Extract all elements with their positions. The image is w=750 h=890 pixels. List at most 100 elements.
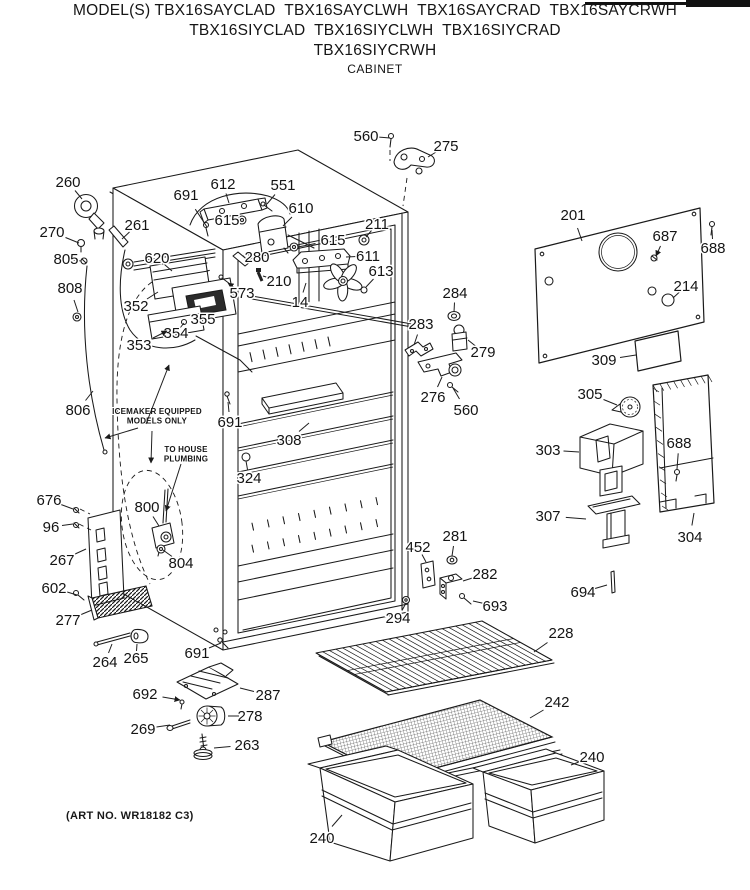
plumbing-note-arrow [164,464,181,512]
leader-line-613 [366,279,374,287]
callout-452: 452 [405,539,430,556]
leader-line-308 [299,423,309,432]
leader-line-279 [468,340,476,346]
bracket-276 [418,353,462,376]
bracket-612 [200,198,267,223]
evaporator-cover-304 [653,375,714,512]
callout-352: 352 [123,298,148,315]
callout-800: 800 [134,499,159,516]
callout-615: 615 [320,232,345,249]
callout-688: 688 [700,240,725,257]
screw-693 [460,594,472,605]
callout-612: 612 [210,176,235,193]
grommet-804 [157,545,165,553]
callout-693: 693 [482,598,507,615]
callout-307: 307 [535,508,560,525]
clip-808 [73,313,81,321]
leader-line-294 [402,603,406,611]
callout-691: 691 [173,187,198,204]
leader-line-452 [422,555,426,563]
fan-motor-610 [258,216,314,258]
leveling-foot-263 [194,734,212,760]
drain-panel-267 [79,509,124,606]
callout-304: 304 [677,529,702,546]
rail-277 [88,586,152,620]
leader-line-261 [122,232,130,239]
leader-line-265 [137,644,138,651]
leader-line-211 [366,231,372,238]
callout-211: 211 [365,216,389,233]
leader-line-610 [283,217,292,226]
scan-artifact [585,0,750,7]
callout-284: 284 [442,285,467,302]
screw-687 [651,255,657,261]
leader-line-270 [66,238,80,244]
top-hinge-275 [394,148,434,206]
crisper-drawer-left [308,746,473,861]
leader-line-692 [163,696,181,703]
leader-line-280 [245,259,251,261]
support-303 [580,424,643,496]
wire-shelf-228 [316,621,554,695]
leader-line-267 [74,549,86,555]
leader-line-214 [673,292,680,298]
valve-279 [452,325,467,351]
leader-line-800 [153,517,159,527]
callout-265: 265 [123,650,148,667]
callout-613: 613 [368,263,393,280]
leader-line-264 [109,644,113,653]
leader-line-687 [655,246,661,257]
screw-805 [81,258,87,264]
art-number: (ART NO. WR18182 C3) [66,810,194,822]
nut-281 [447,556,457,564]
grommet-615-right [290,243,298,251]
grommet-615-left [238,216,246,224]
screw-688-top [710,222,715,236]
leader-line-560 [378,137,390,138]
model-header: MODEL(S) TBX16SAYCLAD TBX16SAYCLWH TBX16… [0,1,750,78]
callout-694: 694 [570,584,595,601]
screw-551 [261,202,272,211]
leader-line-804 [163,550,172,557]
callout-210: 210 [266,273,291,290]
callout-355: 355 [190,311,215,328]
grommet-284 [448,312,460,321]
leader-line-303 [564,451,580,452]
leader-line-573 [227,283,235,289]
leader-line-283 [414,335,418,346]
callout-14: 14 [292,294,309,311]
callout-279: 279 [470,344,495,361]
callout-806: 806 [65,402,90,419]
callout-309: 309 [591,352,616,369]
leader-line-240 [571,761,582,765]
callout-573: 573 [229,285,254,302]
leader-line-240 [332,815,342,827]
leader-line-284 [454,303,455,313]
leader-line-688 [677,453,678,469]
callout-560: 560 [453,402,478,419]
icemaker-note-arrow [104,428,138,440]
callout-688: 688 [666,435,691,452]
callout-214: 214 [673,278,698,295]
leader-line-620 [165,265,173,272]
callout-263: 263 [234,737,259,754]
leader-line-281 [452,546,454,556]
screw-210 [256,268,262,281]
callout-676: 676 [36,492,61,509]
leader-line-242 [530,710,544,718]
screw-602 [74,591,85,601]
insulation-309 [635,331,681,371]
callout-691: 691 [217,414,242,431]
callout-267: 267 [49,552,74,569]
leader-line-612 [226,194,229,204]
callout-280: 280 [244,249,269,266]
screw-676 [74,508,80,514]
screw-560-right [448,383,459,393]
hinge-pin-260 [75,195,105,240]
leader-line-694 [595,585,607,589]
icemaker-zone [115,270,212,584]
rod-264 [94,633,130,646]
leveling-plate-287 [177,663,238,699]
leader-line-14 [303,283,306,293]
